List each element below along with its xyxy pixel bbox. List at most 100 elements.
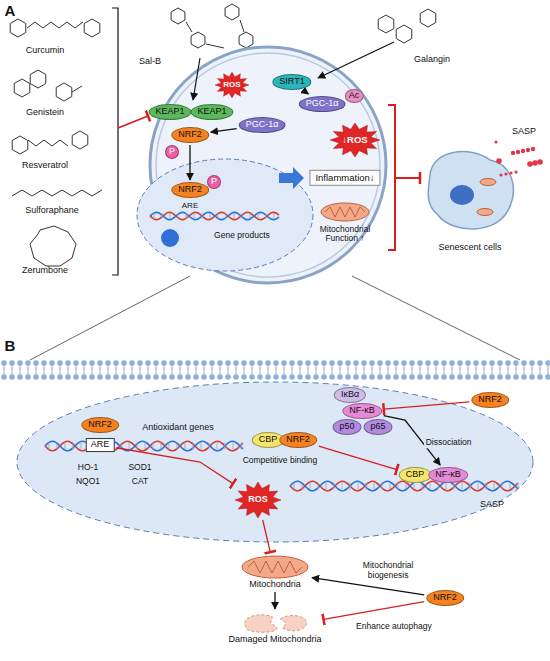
drawing-part	[239, 32, 253, 48]
node-text: NF-κB	[435, 470, 461, 480]
dna-rung	[454, 483, 455, 490]
label: Zerumbone	[21, 266, 69, 276]
label: CAT	[131, 477, 149, 486]
drawing-part	[532, 160, 538, 166]
dna-rung	[302, 483, 303, 490]
connector	[319, 446, 397, 469]
drawing-part	[496, 158, 502, 164]
dna-rung	[137, 443, 138, 450]
dna-rung	[49, 443, 50, 450]
connector	[263, 520, 271, 552]
connector	[306, 92, 309, 94]
node-text: ROS	[248, 495, 268, 505]
phosphate-tag: P	[207, 175, 221, 189]
label: Galangin	[413, 55, 451, 65]
dna-strand	[150, 212, 279, 219]
drawing-part	[504, 172, 507, 175]
label: Sulforaphane	[24, 206, 80, 216]
drawing-part	[378, 15, 394, 33]
dna	[150, 212, 279, 219]
node-text: P	[169, 147, 175, 157]
dna-rung	[414, 483, 415, 490]
dna-rung	[129, 443, 130, 450]
dna-rung	[486, 483, 487, 490]
drawing-part	[191, 32, 205, 48]
dna-rung	[217, 443, 218, 450]
panel-letter: A	[4, 3, 17, 20]
ros-star: ↓ROS	[330, 123, 380, 157]
pgc1a-protein: PGC-1α	[299, 96, 346, 112]
drawing-part	[12, 136, 28, 154]
dna-rung	[366, 483, 367, 490]
drawing-part	[30, 70, 46, 88]
are-box: ARE	[86, 438, 115, 452]
connector	[189, 145, 190, 180]
nrf2-protein: NRF2	[471, 392, 509, 408]
dna-rung	[294, 483, 295, 490]
dna-rung	[382, 483, 383, 490]
membrane	[0, 360, 550, 380]
drawing-part	[325, 207, 365, 217]
dna-rung	[57, 443, 58, 450]
drawing-part	[499, 173, 502, 176]
label: Gene products	[213, 231, 271, 240]
drawing-part	[10, 19, 26, 37]
arrow	[193, 58, 200, 100]
dna-rung	[350, 483, 351, 490]
label: HO-1	[77, 463, 99, 472]
dna-rung	[342, 483, 343, 490]
ros-star: ROS	[235, 482, 281, 518]
dna-rung	[209, 443, 210, 450]
dna-rung	[242, 213, 243, 219]
dna-strand	[290, 481, 518, 490]
drawing-part	[521, 149, 525, 153]
sasp-dots	[494, 140, 542, 176]
dna-rung	[225, 443, 226, 450]
dna-rung	[193, 443, 194, 450]
inhibit-line	[118, 116, 148, 128]
node-text: Damaged Mitochondria	[228, 635, 321, 645]
ros-star: ROS	[215, 72, 249, 98]
dna-rung	[65, 443, 66, 450]
node-text: NRF2	[88, 420, 112, 430]
dna-strand	[150, 212, 279, 219]
node-text: KEAP1	[155, 107, 184, 117]
dna-rung	[446, 483, 447, 490]
dna-rung	[201, 443, 202, 450]
drawing-part	[511, 151, 515, 155]
dna-rung	[226, 213, 227, 219]
dna-rung	[358, 483, 359, 490]
node-text: NRF2	[478, 395, 502, 405]
drawing-part	[509, 171, 512, 174]
drawing-part	[206, 44, 224, 48]
node-text: p65	[370, 422, 385, 432]
drawing-part	[537, 159, 543, 165]
drawing-part	[186, 22, 192, 32]
dna-rung	[73, 443, 74, 450]
node-text: ↓ROS	[342, 135, 367, 145]
node-text: p50	[339, 422, 354, 432]
senescent-cell	[428, 152, 513, 229]
nfkb-protein: NF-κB	[428, 467, 468, 483]
label: NQO1	[75, 477, 101, 486]
label: Senescent cells	[437, 243, 502, 253]
node-text: NRF2	[178, 185, 202, 195]
node-text: Inflammation↓	[315, 173, 374, 183]
dna-rung	[494, 483, 495, 490]
sirt1-protein: SIRT1	[272, 74, 311, 90]
drawing-part	[14, 79, 30, 97]
nucleus	[17, 382, 533, 542]
label: ARE	[181, 202, 199, 211]
drawing-part	[420, 9, 436, 27]
nrf2-protein: NRF2	[426, 590, 464, 606]
dna-rung	[258, 213, 259, 219]
connector	[384, 402, 469, 409]
dna-rung	[390, 483, 391, 490]
dna-rung	[81, 443, 82, 450]
mitochondrion	[321, 203, 369, 221]
label: Curcumin	[25, 46, 66, 56]
nrf2-protein: NRF2	[171, 127, 209, 143]
dna-rung	[422, 483, 423, 490]
connector	[211, 129, 237, 133]
